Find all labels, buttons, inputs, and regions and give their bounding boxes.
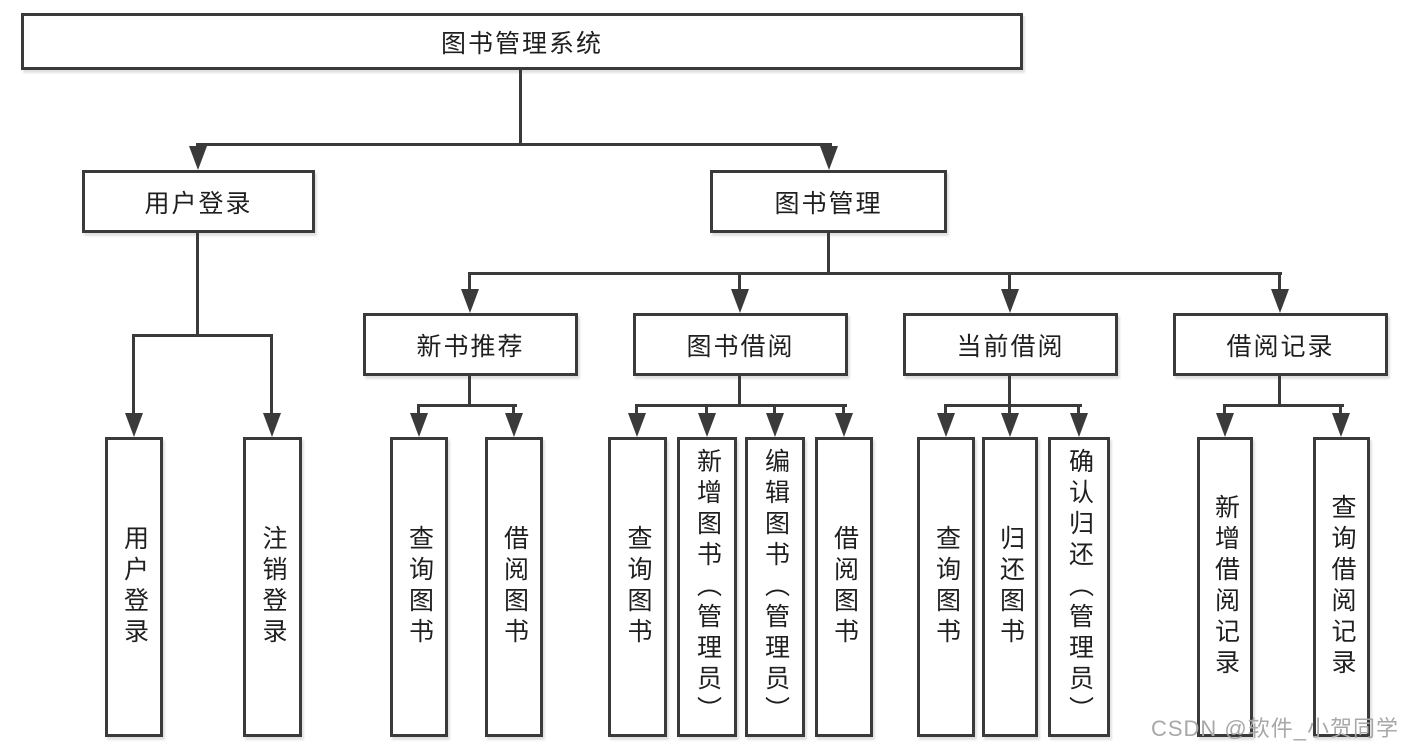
arrowhead-icon (820, 146, 838, 170)
leaf-label: 查询图书 (405, 525, 434, 649)
node-label: 图书管理系统 (440, 29, 603, 58)
leaf-label: 查询图书 (932, 525, 961, 649)
arrowhead-icon (461, 289, 479, 313)
connector-bookmgmt-stem (1008, 272, 1011, 291)
connector-current-split (944, 404, 1082, 407)
node-label: 图书借阅 (686, 332, 795, 361)
node-current-borrowing: 当前借阅 (903, 313, 1118, 376)
leaf-label: 新增图书（管理员） (693, 447, 722, 727)
node-user-login-group: 用户登录 (82, 170, 315, 233)
arrowhead-icon (731, 289, 749, 313)
leaf-borrow-books: 借阅图书 (815, 437, 873, 737)
leaf-query-borrow-record: 查询借阅记录 (1313, 437, 1370, 737)
arrowhead-icon (1332, 413, 1350, 437)
arrowhead-icon (1001, 289, 1019, 313)
arrowhead-icon (189, 146, 207, 170)
node-book-management: 图书管理 (710, 170, 947, 233)
arrowhead-icon (698, 413, 716, 437)
arrowhead-icon (835, 413, 853, 437)
arrowhead-icon (628, 413, 646, 437)
arrowhead-icon (505, 413, 523, 437)
arrowhead-icon (125, 413, 143, 437)
connector-root-stub (519, 70, 522, 144)
node-label: 图书管理 (774, 189, 883, 218)
leaf-label: 新增借阅记录 (1211, 494, 1240, 680)
connector-bookmgmt-split (468, 272, 1282, 275)
connector-current-stem (944, 404, 947, 416)
connector-root-split (196, 143, 832, 146)
arrowhead-icon (1271, 289, 1289, 313)
connector-recommend-stem (417, 404, 420, 416)
leaf-edit-book-admin: 编辑图书（管理员） (745, 437, 805, 737)
leaf-label: 查询借阅记录 (1328, 494, 1356, 680)
connector-bookmgmt-stem (468, 272, 471, 291)
connector-bookmgmt-stem (738, 272, 741, 291)
arrowhead-icon (410, 413, 428, 437)
leaf-query-books-borrowing: 查询图书 (608, 437, 667, 737)
connector-bookmgmt-stub (827, 233, 830, 273)
connector-current-stem (1077, 404, 1080, 416)
connector-borrowing-stem (842, 404, 845, 416)
leaf-return-book: 归还图书 (982, 437, 1038, 737)
leaf-label: 归还图书 (996, 525, 1025, 649)
arrowhead-icon (1001, 413, 1019, 437)
leaf-label: 借阅图书 (500, 525, 529, 649)
node-label: 新书推荐 (416, 332, 525, 361)
connector-userlogin-stem (132, 334, 135, 415)
watermark-text: CSDN @软件_小贺同学 (1150, 716, 1399, 741)
leaf-label: 查询图书 (624, 525, 652, 649)
node-label: 当前借阅 (956, 332, 1065, 361)
leaf-label: 确认归还（管理员） (1065, 447, 1094, 727)
node-borrowing-records: 借阅记录 (1173, 313, 1388, 376)
connector-userlogin-split (132, 334, 273, 337)
connector-borrowing-stem (705, 404, 708, 416)
arrowhead-icon (766, 413, 784, 437)
connector-borrowing-stem (773, 404, 776, 416)
connector-records-stem (1339, 404, 1342, 416)
arrowhead-icon (263, 413, 281, 437)
node-label: 借阅记录 (1226, 332, 1335, 361)
arrowhead-icon (1216, 413, 1234, 437)
connector-recommend-split (417, 404, 517, 407)
connector-records-split (1223, 404, 1344, 407)
connector-borrowing-stem (635, 404, 638, 416)
connector-current-stem (1008, 404, 1011, 416)
leaf-query-books-current: 查询图书 (917, 437, 975, 737)
leaf-label: 用户登录 (120, 525, 149, 649)
connector-bookmgmt-stem (1278, 272, 1281, 291)
leaf-add-borrow-record: 新增借阅记录 (1197, 437, 1253, 737)
connector-records-stem (1223, 404, 1226, 416)
leaf-borrow-books-recommend: 借阅图书 (485, 437, 543, 737)
leaf-user-login: 用户登录 (105, 437, 163, 737)
leaf-label: 借阅图书 (830, 525, 859, 649)
connector-recommend-stub (468, 376, 471, 406)
connector-userlogin-stub (196, 233, 199, 335)
connector-recommend-stem (512, 404, 515, 416)
leaf-query-books-recommend: 查询图书 (390, 437, 448, 737)
connector-current-stub (1008, 376, 1011, 406)
connector-userlogin-stem (270, 334, 273, 415)
leaf-logout: 注销登录 (243, 437, 302, 737)
node-new-book-recommendation: 新书推荐 (363, 313, 578, 376)
connector-records-stub (1278, 376, 1281, 406)
leaf-confirm-return-admin: 确认归还（管理员） (1048, 437, 1110, 737)
leaf-add-book-admin: 新增图书（管理员） (677, 437, 737, 737)
leaf-label: 注销登录 (259, 525, 287, 649)
arrowhead-icon (937, 413, 955, 437)
leaf-label: 编辑图书（管理员） (761, 447, 790, 727)
node-book-borrowing: 图书借阅 (633, 313, 848, 376)
node-label: 用户登录 (144, 189, 253, 218)
connector-borrowing-stub (738, 376, 741, 406)
connector-borrowing-split (635, 404, 847, 407)
arrowhead-icon (1070, 413, 1088, 437)
node-library-management-system: 图书管理系统 (21, 13, 1023, 70)
